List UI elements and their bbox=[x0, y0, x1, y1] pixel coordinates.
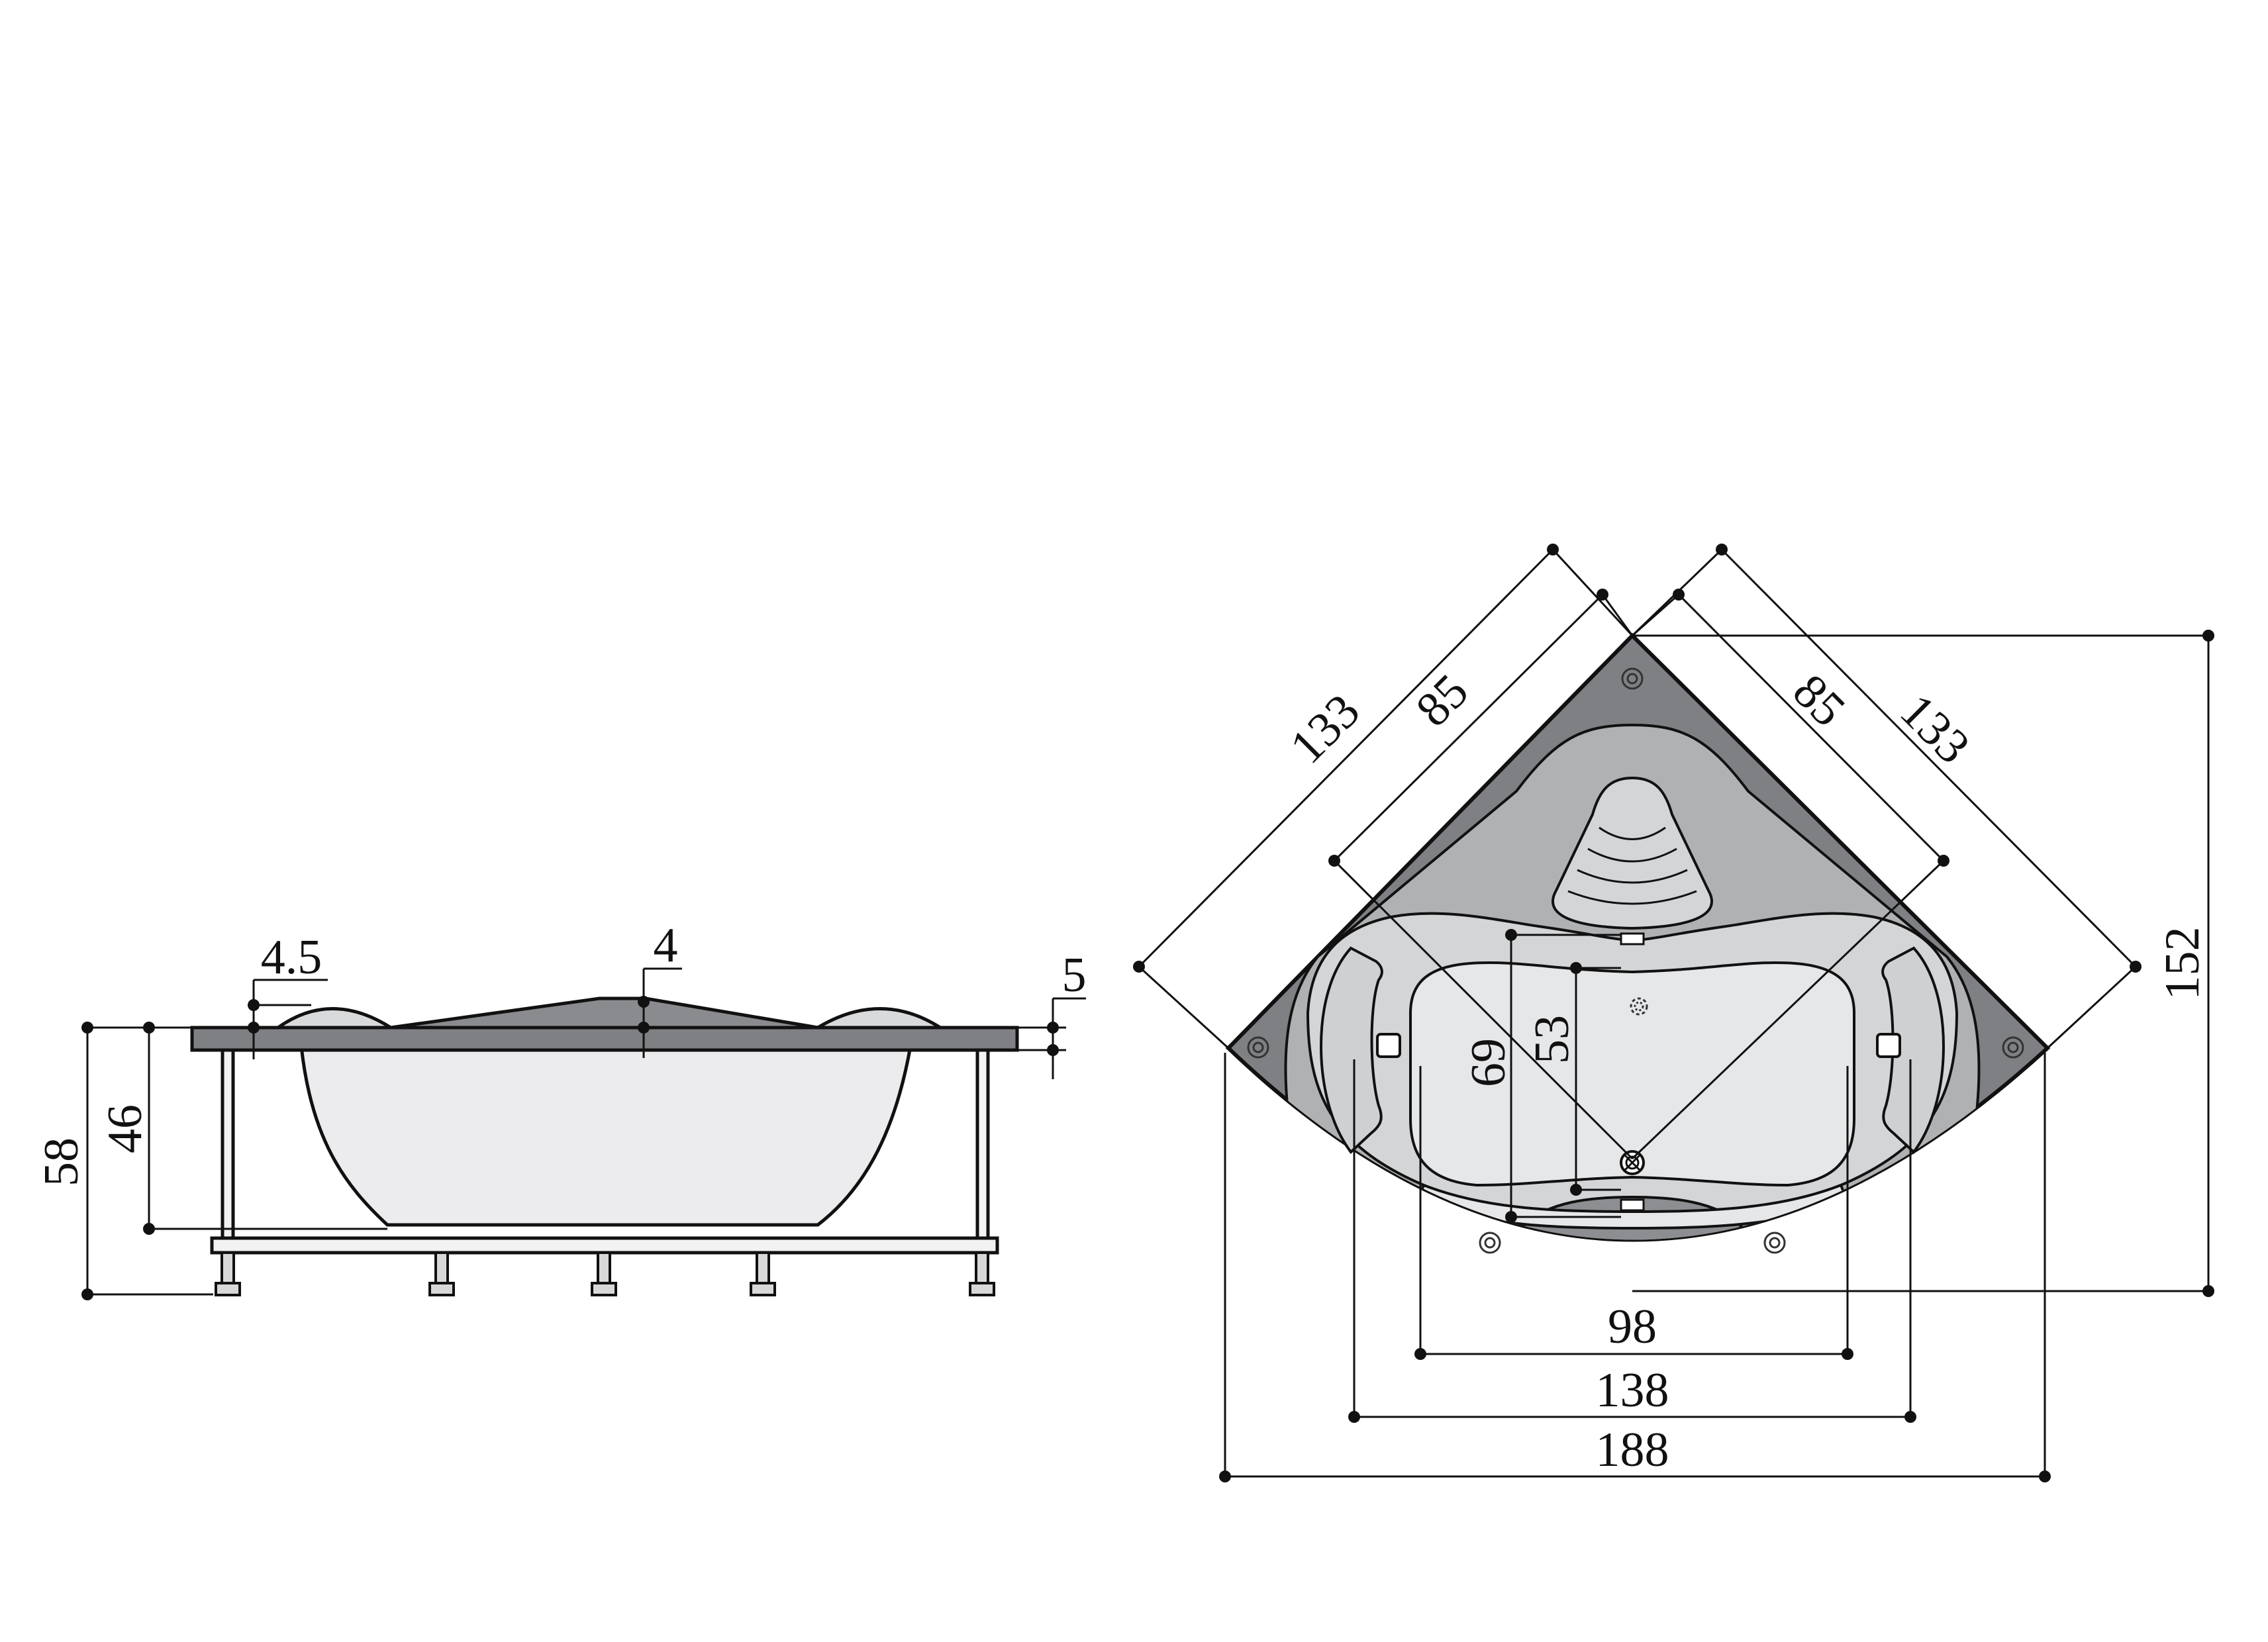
rim-jets bbox=[1247, 667, 2024, 1254]
tub-body bbox=[299, 1044, 912, 1227]
bottom-pillow-tab bbox=[1620, 1198, 1645, 1212]
dimension-58-label: 58 bbox=[34, 1137, 89, 1186]
dimension-98: 98 bbox=[1414, 1066, 1853, 1360]
dimension-4-label: 4 bbox=[654, 918, 678, 973]
adjustable-feet bbox=[215, 1251, 995, 1296]
left-armrest bbox=[1319, 946, 1383, 1154]
side-view: 58 46 4.5 4 bbox=[34, 918, 1087, 1300]
dimension-46: 46 bbox=[98, 1022, 387, 1235]
top-headrest bbox=[1552, 776, 1713, 930]
dimension-152-label: 152 bbox=[2155, 927, 2210, 1000]
dimension-98-label: 98 bbox=[1608, 1300, 1657, 1354]
dimension-133-left-label: 133 bbox=[1280, 684, 1370, 774]
center-panel bbox=[390, 996, 818, 1030]
frame-legs bbox=[221, 1048, 990, 1240]
dimension-5: 5 bbox=[1017, 948, 1087, 1079]
dimension-188: 188 bbox=[1219, 1053, 2051, 1482]
dimension-46-label: 46 bbox=[98, 1104, 152, 1153]
left-headrest bbox=[273, 1007, 397, 1030]
dimension-133-right-label: 133 bbox=[1890, 684, 1980, 774]
dimension-69-label: 69 bbox=[1461, 1038, 1516, 1087]
dimension-85-right-label: 85 bbox=[1783, 664, 1855, 737]
dimension-53-label: 53 bbox=[1525, 1015, 1579, 1064]
top-view: 133 85 85 133 bbox=[1133, 544, 2214, 1482]
dimension-69: 69 bbox=[1461, 929, 1621, 1223]
dimension-188-label: 188 bbox=[1596, 1423, 1669, 1477]
right-headrest bbox=[811, 1007, 946, 1030]
left-control-button bbox=[1376, 1033, 1401, 1058]
dimension-58: 58 bbox=[34, 1022, 213, 1300]
base-frame bbox=[210, 1236, 999, 1255]
dimension-85-left-label: 85 bbox=[1406, 664, 1479, 737]
basin bbox=[1409, 961, 1855, 1187]
dimension-4-5: 4.5 bbox=[248, 930, 328, 1059]
tub-rim bbox=[190, 1026, 1019, 1052]
dimension-53: 53 bbox=[1525, 962, 1621, 1196]
dimension-4-5-label: 4.5 bbox=[261, 930, 322, 985]
dimension-152: 152 bbox=[1632, 630, 2214, 1297]
drain-icon bbox=[1620, 1150, 1645, 1175]
dimension-5-label: 5 bbox=[1062, 948, 1087, 1002]
top-pillow-tab bbox=[1620, 932, 1645, 945]
dimension-138-label: 138 bbox=[1596, 1363, 1669, 1418]
dimension-138: 138 bbox=[1348, 1059, 1916, 1423]
dimension-4: 4 bbox=[638, 918, 682, 1058]
right-control-button bbox=[1876, 1033, 1901, 1058]
right-armrest bbox=[1881, 946, 1946, 1154]
